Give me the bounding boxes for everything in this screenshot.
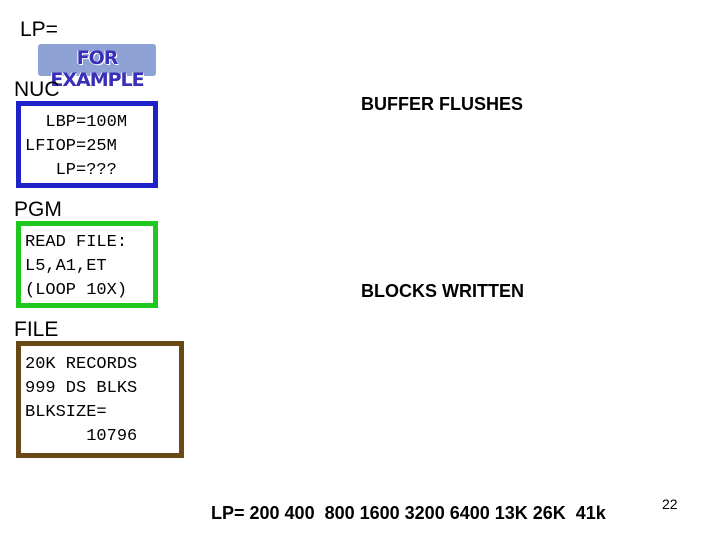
pgm-box: READ FILE: L5,A1,ET (LOOP 10X) [16, 221, 158, 308]
file-line: 10796 [25, 425, 137, 449]
nuc-label: NUC [14, 78, 60, 102]
file-line: 20K RECORDS [25, 353, 137, 377]
lp-label: LP= [20, 18, 58, 42]
nuc-line: LBP=100M [25, 111, 127, 135]
pgm-line: L5,A1,ET [25, 255, 107, 279]
page-number: 22 [662, 496, 678, 512]
file-label: FILE [14, 318, 58, 342]
nuc-line: LP=??? [25, 159, 117, 183]
buffer-flushes-label: BUFFER FLUSHES [361, 94, 523, 115]
pgm-line: (LOOP 10X) [25, 279, 127, 303]
pgm-line: READ FILE: [25, 231, 127, 255]
for-example-badge: FOR EXAMPLE [38, 44, 156, 76]
pgm-label: PGM [14, 198, 62, 222]
blocks-written-label: BLOCKS WRITTEN [361, 281, 524, 302]
nuc-line: LFIOP=25M [25, 135, 117, 159]
file-line: BLKSIZE= [25, 401, 107, 425]
lp-values-scale: LP= 200 400 800 1600 3200 6400 13K 26K 4… [211, 503, 606, 524]
nuc-box: LBP=100M LFIOP=25M LP=??? [16, 101, 158, 188]
file-line: 999 DS BLKS [25, 377, 137, 401]
file-box: 20K RECORDS 999 DS BLKS BLKSIZE= 10796 [16, 341, 184, 458]
